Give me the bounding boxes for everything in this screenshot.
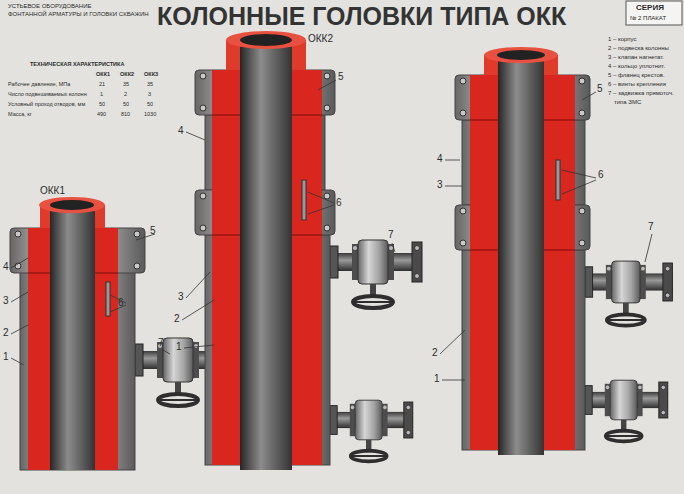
table-title: ТЕХНИЧЕСКАЯ ХАРАКТЕРИСТИКА xyxy=(30,62,124,68)
parts-list: 7 – задвижка прямоточ. xyxy=(608,90,674,96)
callout-number: 6 xyxy=(598,170,604,180)
callout-number: 1 xyxy=(434,374,440,384)
series-label: СЕРИЯ xyxy=(636,4,664,12)
parts-list: 5 – фланец крестов. xyxy=(608,72,665,78)
figure-label: ОКК2 xyxy=(308,34,333,44)
parts-list: 6 – винты крепления xyxy=(608,81,666,87)
table-cell: 50 xyxy=(147,102,153,108)
parts-list: 2 – подвеска колонны xyxy=(608,45,669,51)
table-cell: ОКК2 xyxy=(120,72,134,78)
table-cell: Условный проход отводов, мм xyxy=(8,102,85,108)
parts-list: 3 – клапан нагнетат. xyxy=(608,54,664,60)
parts-list: 4 – кольцо уплотнит. xyxy=(608,63,665,69)
callout-number: 5 xyxy=(597,84,603,94)
table-cell: Масса, кг xyxy=(8,112,32,118)
table-cell: 2 xyxy=(124,92,127,98)
callout-number: 5 xyxy=(338,72,344,82)
callout-number: 2 xyxy=(174,314,180,324)
callout-number: 3 xyxy=(178,292,184,302)
callout-number: 1 xyxy=(3,352,9,362)
table-cell: 21 xyxy=(99,82,105,88)
callout-number: 7 xyxy=(158,338,164,348)
table-cell: 50 xyxy=(123,102,129,108)
table-cell: 50 xyxy=(99,102,105,108)
callout-number: 6 xyxy=(336,198,342,208)
callout-number: 5 xyxy=(150,226,156,236)
callout-number: 2 xyxy=(432,348,438,358)
callout-number: 2 xyxy=(3,328,9,338)
callout-number: 3 xyxy=(3,296,9,306)
callout-number: 7 xyxy=(648,222,654,232)
callout-number: 4 xyxy=(437,154,443,164)
table-cell: 35 xyxy=(123,82,129,88)
table-cell: 1 xyxy=(100,92,103,98)
table-cell: ОКК3 xyxy=(144,72,158,78)
parts-list: типа ЗМС xyxy=(614,99,641,105)
figure-label: ОКК1 xyxy=(40,186,65,196)
table-cell: 490 xyxy=(97,112,106,118)
callout-number: 7 xyxy=(388,230,394,240)
table-cell: 3 xyxy=(148,92,151,98)
table-cell: ОКК1 xyxy=(96,72,110,78)
header-note: УСТЬЕВОЕ ОБОРУДОВАНИЕ xyxy=(8,3,92,9)
poster-title: КОЛОННЫЕ ГОЛОВКИ ТИПА ОКК xyxy=(157,4,566,29)
callout-number: 6 xyxy=(118,298,124,308)
table-cell: 35 xyxy=(147,82,153,88)
header-note: ФОНТАННОЙ АРМАТУРЫ И ГОЛОВКИ СКВАЖИН xyxy=(8,11,149,17)
callout-number: 4 xyxy=(178,126,184,136)
callout-number: 3 xyxy=(437,180,443,190)
callout-number: 4 xyxy=(3,262,9,272)
table-cell: Число подвешиваемых колонн xyxy=(8,92,87,98)
table-cell: Рабочее давление, МПа xyxy=(8,82,70,88)
parts-list: 1 – корпус xyxy=(608,36,637,42)
table-cell: 1030 xyxy=(144,112,156,118)
series-label: № 2 ПЛАКАТ xyxy=(630,15,666,21)
callout-number: 1 xyxy=(176,342,182,352)
table-cell: 810 xyxy=(121,112,130,118)
